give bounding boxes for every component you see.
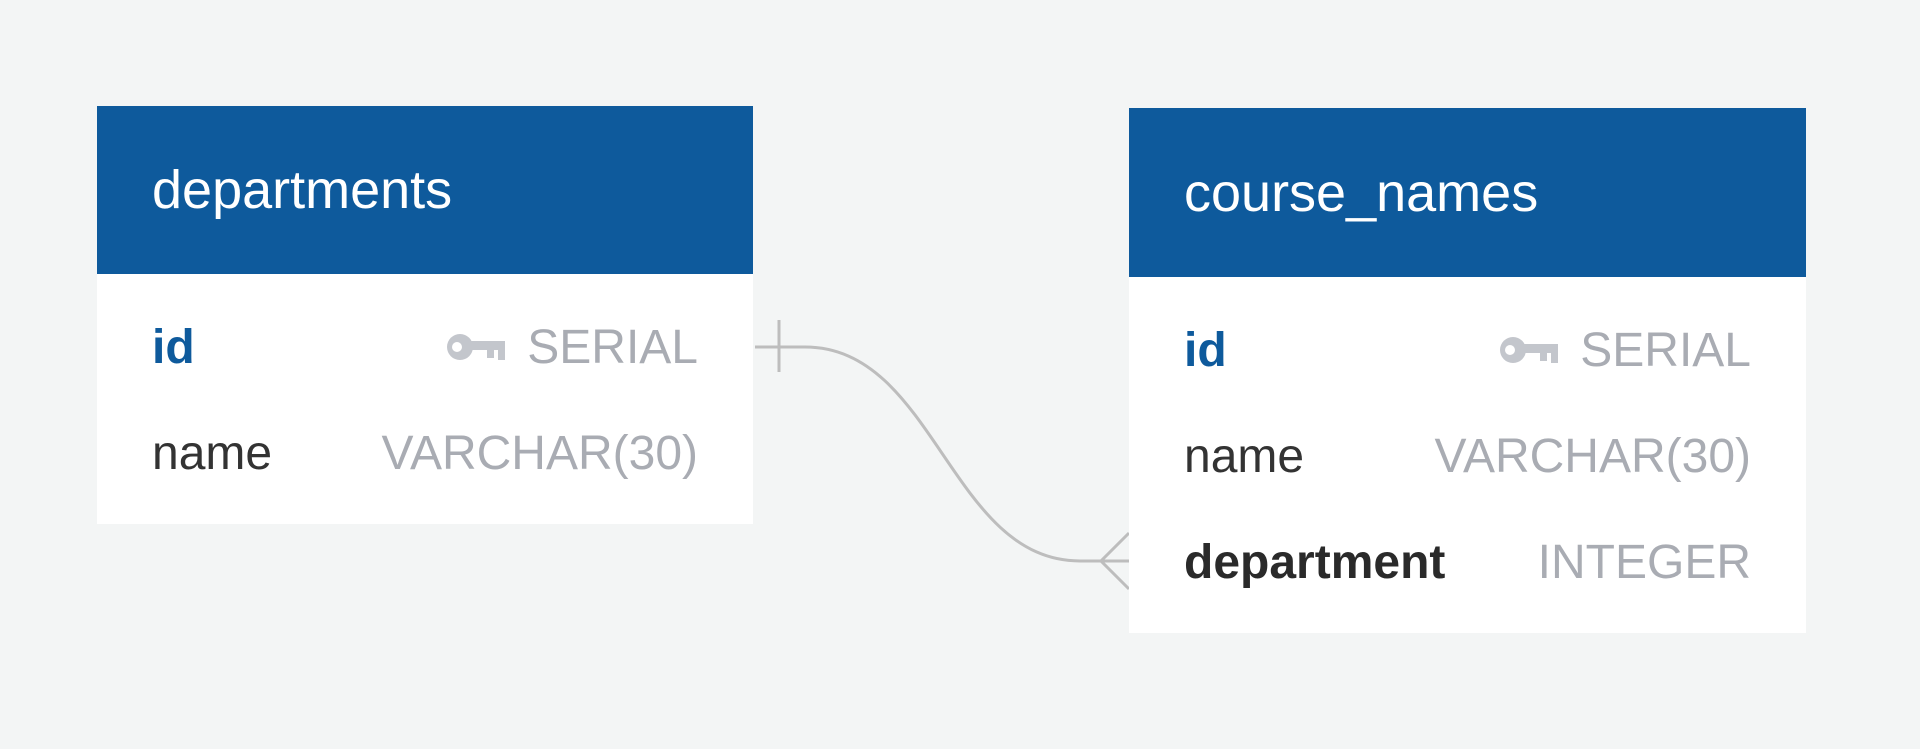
column-name: name	[152, 426, 273, 480]
column-name: id	[152, 320, 195, 374]
column-type: SERIAL	[1580, 323, 1751, 377]
column-row[interactable]: id SERIAL	[1129, 297, 1806, 403]
column-type: VARCHAR(30)	[381, 426, 699, 480]
column-name: id	[1184, 323, 1227, 377]
column-row[interactable]: id SERIAL	[97, 294, 753, 400]
column-name: name	[1184, 429, 1305, 483]
column-type: VARCHAR(30)	[1434, 429, 1752, 483]
departments-table-title[interactable]: departments	[97, 106, 753, 274]
key-icon	[447, 334, 506, 360]
relationship-line	[755, 345, 1129, 563]
course-names-columns: id SERIAL name VARCHAR(30) department IN…	[1129, 277, 1806, 633]
many-cardinality-crowfoot	[1098, 531, 1131, 591]
course-names-table[interactable]: course_names id SERIAL name VARCHAR(30) …	[1129, 108, 1806, 633]
column-type-group: SERIAL	[443, 320, 698, 375]
column-type: SERIAL	[527, 320, 698, 374]
course-names-table-title[interactable]: course_names	[1129, 108, 1806, 277]
column-row[interactable]: name VARCHAR(30)	[1129, 403, 1806, 509]
key-icon	[1500, 337, 1559, 363]
departments-table[interactable]: departments id SERIAL name VARCHAR(30)	[97, 106, 753, 524]
column-row[interactable]: department INTEGER	[1129, 509, 1806, 615]
column-row[interactable]: name VARCHAR(30)	[97, 400, 753, 506]
column-type-group: SERIAL	[1496, 323, 1751, 378]
column-name: department	[1184, 535, 1446, 589]
column-type: INTEGER	[1537, 535, 1751, 589]
departments-columns: id SERIAL name VARCHAR(30)	[97, 274, 753, 524]
